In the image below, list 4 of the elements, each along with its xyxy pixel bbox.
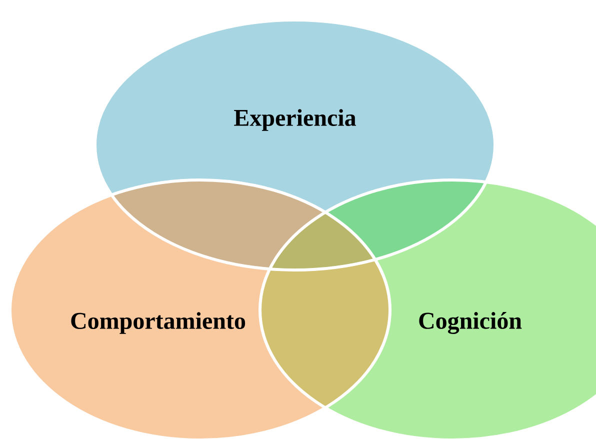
circle-label: Experiencia	[234, 109, 356, 131]
venn-ellipse	[94, 18, 496, 272]
circle-label: Comportamiento	[71, 312, 246, 334]
circle-label: Cognición	[419, 312, 522, 334]
